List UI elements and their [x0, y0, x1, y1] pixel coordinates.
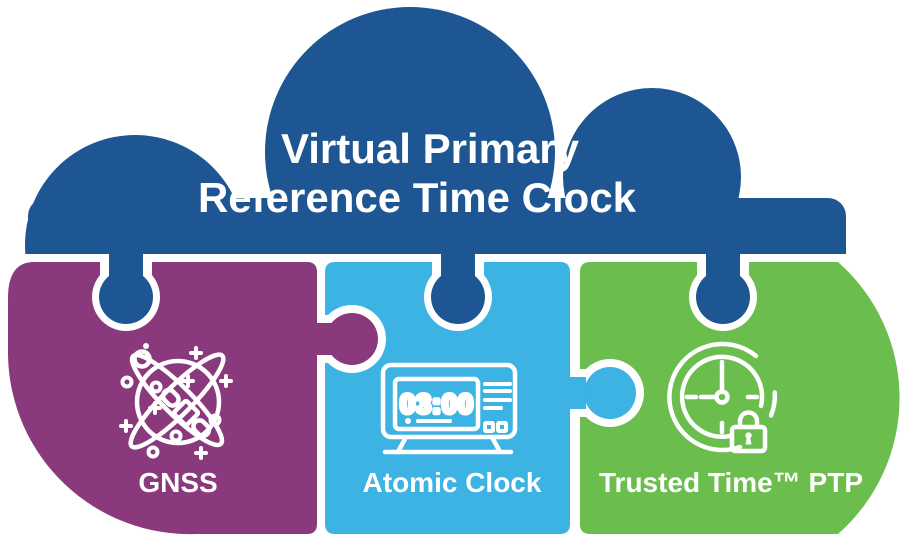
globe-circle — [134, 358, 222, 446]
menu-lines — [483, 382, 512, 410]
satellite-body — [160, 387, 212, 439]
cloud-lobe-main — [265, 7, 555, 254]
keyhole-circle — [745, 432, 752, 439]
clock-face-circle — [679, 354, 765, 439]
puzzle-piece-trusted-time — [580, 262, 900, 534]
padlock-body — [729, 424, 768, 454]
outer-arc — [667, 341, 759, 453]
cloud-shape — [25, 7, 846, 254]
cloud-lobe-right — [750, 202, 834, 254]
cloud-lobe-mid-right — [563, 88, 741, 254]
cloud-tab-1-knob — [99, 270, 153, 324]
satellite-with-orbits-icon — [119, 343, 233, 460]
clock-device-outline — [380, 362, 518, 440]
clock-time-display: 03:00 — [400, 389, 474, 419]
cloud-title-line2: Reference Time Clock — [198, 174, 637, 221]
clock-screen — [392, 376, 481, 432]
screen-dot — [405, 418, 411, 424]
cloud-title-line1: Virtual Primary — [281, 125, 580, 172]
atomic-knob — [584, 367, 636, 419]
gnss-label: GNSS — [138, 467, 217, 498]
moon-dot — [143, 343, 149, 349]
atomic-clock-label: Atomic Clock — [363, 467, 542, 498]
trusted-time-label: Trusted Time™ PTP — [599, 467, 863, 498]
cloud-tab-3-knob — [696, 270, 750, 324]
outer-arc-fragment — [768, 390, 778, 418]
keyhole-stem — [745, 437, 752, 445]
padlock-shackle — [737, 410, 760, 430]
gnss-knob — [326, 313, 378, 365]
cloud-puzzle-tabs — [99, 246, 750, 324]
cloud-tab-2-knob — [431, 270, 485, 324]
puzzle-piece-atomic-clock — [325, 262, 570, 534]
star-dots — [120, 375, 222, 459]
stand-legs — [396, 436, 502, 453]
button-squares — [483, 421, 508, 433]
clock-ticks — [684, 359, 760, 435]
digital-clock-icon: 03:00 — [380, 362, 518, 455]
clock-center — [714, 389, 730, 405]
side-knobs — [303, 313, 636, 419]
clock-with-padlock-icon — [667, 341, 778, 454]
sparkle-plusses — [119, 346, 233, 460]
atomic-knob-neck — [556, 377, 586, 409]
cloud-lobe-left — [25, 135, 245, 254]
moon-circle — [132, 349, 152, 369]
